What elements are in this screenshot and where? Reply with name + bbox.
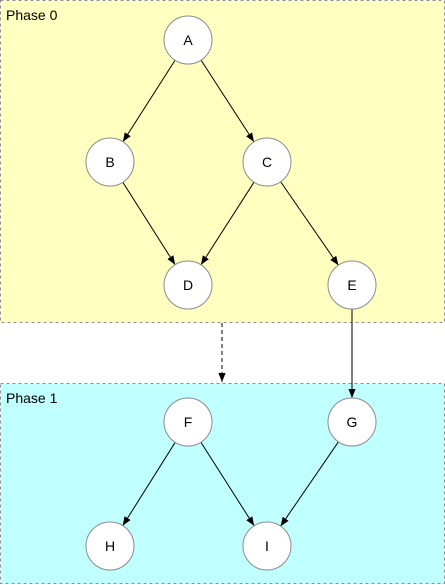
node-I: I: [242, 521, 292, 571]
node-circle-E: [327, 260, 377, 310]
node-label-H: H: [105, 538, 115, 554]
node-circle-I: [242, 521, 292, 571]
node-C: C: [242, 137, 292, 187]
edge-C-E: [280, 181, 339, 266]
edge-C-D: [200, 181, 255, 266]
phase-1-container: Phase 1: [0, 383, 445, 584]
node-circle-G: [327, 397, 377, 447]
edge-A-B: [122, 59, 176, 143]
phase-0-box: [0, 0, 445, 323]
node-B: B: [85, 137, 135, 187]
node-circle-A: [163, 15, 213, 65]
node-circle-H: [85, 521, 135, 571]
node-label-B: B: [105, 154, 114, 170]
phase-0-container: Phase 0: [0, 0, 445, 323]
node-label-F: F: [184, 414, 193, 430]
node-H: H: [85, 521, 135, 571]
edges-layer: [122, 59, 356, 527]
node-G: G: [327, 397, 377, 447]
nodes-layer: A B C D E F G H I: [85, 15, 377, 571]
edge-F-H: [122, 442, 176, 526]
edge-A-C: [200, 59, 255, 143]
phase-1-label: Phase 1: [6, 390, 58, 406]
edge-F-I: [200, 441, 255, 527]
node-D: D: [163, 260, 213, 310]
node-label-A: A: [183, 32, 193, 48]
node-circle-F: [163, 397, 213, 447]
edge-G-I: [280, 441, 339, 527]
node-F: F: [163, 397, 213, 447]
node-A: A: [163, 15, 213, 65]
node-circle-C: [242, 137, 292, 187]
phase-0-label: Phase 0: [6, 7, 58, 23]
node-circle-B: [85, 137, 135, 187]
node-label-I: I: [265, 538, 269, 554]
node-label-G: G: [347, 414, 358, 430]
node-label-E: E: [347, 277, 356, 293]
node-label-D: D: [183, 277, 193, 293]
node-label-C: C: [262, 154, 272, 170]
node-circle-D: [163, 260, 213, 310]
node-E: E: [327, 260, 377, 310]
edge-B-D: [122, 182, 176, 265]
phase-1-box: [0, 383, 445, 584]
